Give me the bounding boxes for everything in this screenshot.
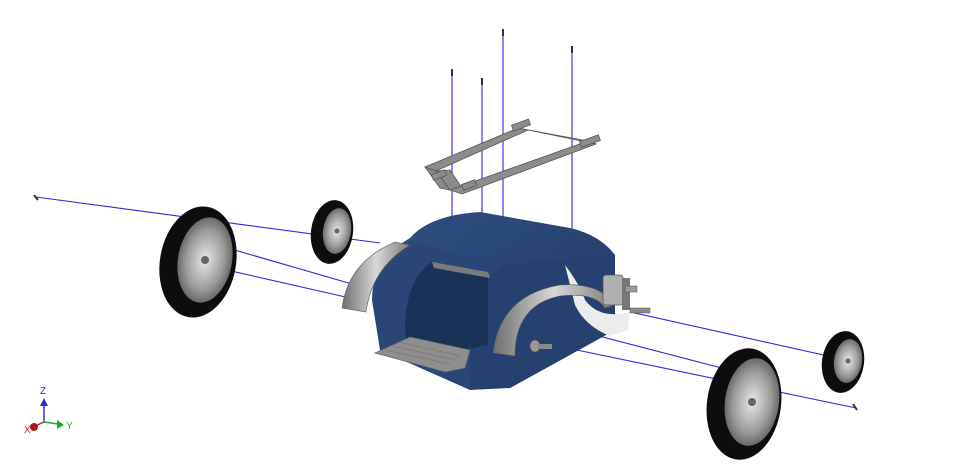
pin-icon — [33, 194, 39, 201]
rear-right-wheel-large[interactable] — [700, 343, 789, 464]
axis-label-y: Y — [66, 421, 73, 432]
chassis-body[interactable] — [372, 212, 630, 390]
pin-icon — [852, 403, 858, 411]
front-right-wheel-small[interactable] — [818, 328, 868, 395]
rear-left-wheel-large[interactable] — [151, 200, 245, 323]
bolts — [33, 29, 858, 411]
front-left-wheel-small[interactable] — [307, 197, 357, 266]
axis-label-z: Z — [40, 386, 47, 397]
top-bracket-frame[interactable] — [423, 118, 601, 195]
orientation-triad[interactable] — [30, 398, 64, 431]
motor-unit[interactable] — [529, 274, 651, 353]
axis-label-x: X — [24, 425, 31, 436]
